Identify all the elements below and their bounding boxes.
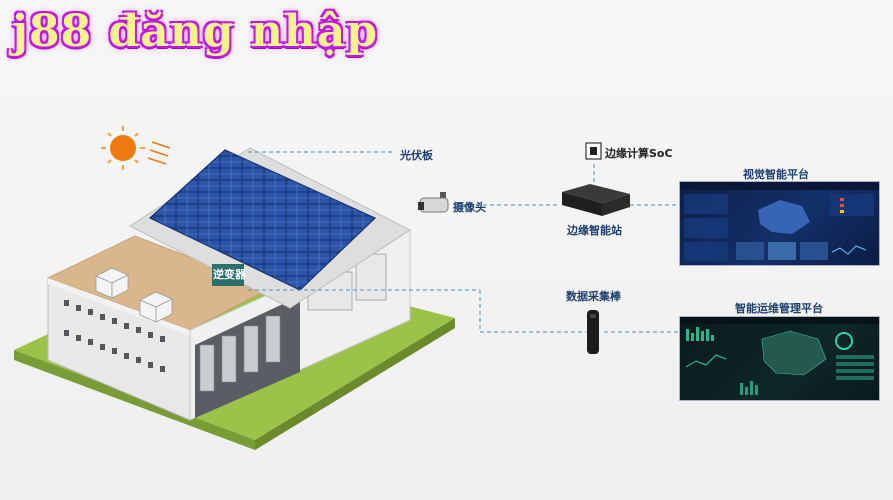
label-camera: 摄像头 [453, 201, 486, 214]
data-stick-icon [587, 310, 599, 354]
ops-platform-screenshot [679, 316, 880, 401]
headline-text: j88 đăng nhập [12, 6, 379, 57]
camera-icon [418, 192, 449, 213]
label-solar-panel: 光伏板 [400, 149, 433, 162]
label-edge-soc: 边缘计算SoC [605, 147, 673, 160]
connector-lines [248, 151, 678, 333]
factory-building [46, 147, 411, 421]
vision-platform-screenshot [679, 181, 880, 266]
label-ops-platform: 智能运维管理平台 [735, 302, 823, 315]
label-edge-station: 边缘智能站 [567, 224, 622, 237]
vision-dashboard-graphic [680, 182, 879, 261]
edge-box-icon [562, 184, 630, 216]
label-vision-platform: 视觉智能平台 [743, 168, 809, 181]
chip-icon [585, 142, 602, 160]
label-data-stick: 数据采集棒 [566, 290, 621, 303]
sun-icon [101, 126, 171, 170]
label-inverter: 逆变器 [213, 268, 246, 281]
ops-dashboard-graphic [680, 317, 879, 395]
